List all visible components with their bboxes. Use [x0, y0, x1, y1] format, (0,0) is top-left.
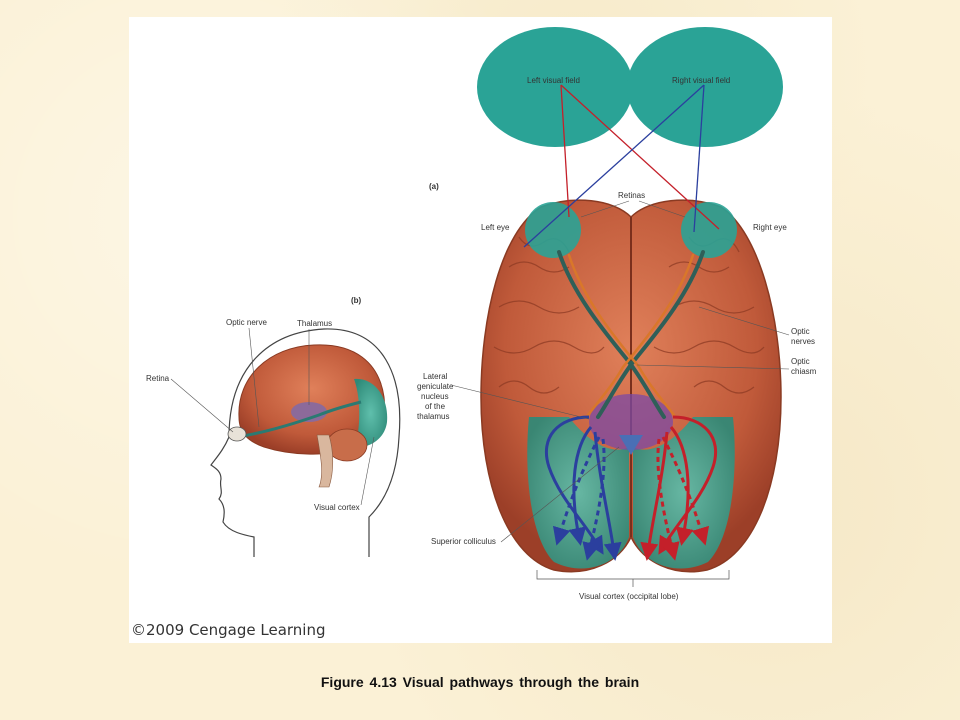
- lgn-label-line1: Lateral: [423, 372, 448, 381]
- optic-nerve-label: Optic nerve: [226, 318, 267, 327]
- thalamus-region: [589, 394, 673, 450]
- figure-caption: Figure 4.13 Visual pathways through the …: [320, 674, 640, 690]
- superior-colliculus-shape: [619, 435, 643, 455]
- left-eye-shape: [525, 202, 581, 258]
- figure-panel: Left visual field Right visual field (a): [129, 17, 832, 643]
- lgn-label-line4: of the: [425, 402, 446, 411]
- retinas-label: Retinas: [618, 191, 645, 200]
- right-eye-shape: [681, 202, 737, 258]
- sagittal-thalamus: [291, 402, 327, 422]
- optic-nerves-label-line2: nerves: [791, 337, 815, 346]
- optic-chiasm-label-line1: Optic: [791, 357, 810, 366]
- optic-chiasm-label-line2: chiasm: [791, 367, 817, 376]
- visual-cortex-label: Visual cortex: [314, 503, 360, 512]
- optic-nerves-label-line1: Optic: [791, 327, 810, 336]
- visual-cortex-occipital-label: Visual cortex (occipital lobe): [579, 592, 679, 601]
- right-visual-field-label: Right visual field: [672, 76, 730, 85]
- visual-pathway-diagram: Left visual field Right visual field (a): [146, 27, 817, 601]
- left-visual-cortex-region: [527, 417, 629, 569]
- sagittal-cerebellum: [326, 428, 368, 462]
- thalamus-label: Thalamus: [297, 319, 332, 328]
- panel-b-tag: (b): [351, 296, 362, 305]
- left-visual-field-oval: [477, 27, 633, 147]
- lgn-label-line5: thalamus: [417, 412, 449, 421]
- retina-label: Retina: [146, 374, 170, 383]
- sagittal-visual-cortex: [354, 378, 388, 448]
- right-visual-field-oval: [627, 27, 783, 147]
- superior-colliculus-label: Superior colliculus: [431, 537, 496, 546]
- lgn-label-line2: geniculate: [417, 382, 454, 391]
- sagittal-brainstem: [316, 434, 334, 488]
- sagittal-optic-pathway: [236, 400, 362, 439]
- right-visual-cortex-region: [633, 417, 735, 569]
- lgn-label-line3: nucleus: [421, 392, 449, 401]
- copyright-notice: ©2009 Cengage Learning: [131, 621, 326, 639]
- brain-top-view: [480, 199, 782, 573]
- panel-a-tag: (a): [429, 182, 439, 191]
- sagittal-eye: [227, 426, 247, 442]
- left-eye-label: Left eye: [481, 223, 510, 232]
- left-visual-field-label: Left visual field: [527, 76, 580, 85]
- right-eye-label: Right eye: [753, 223, 787, 232]
